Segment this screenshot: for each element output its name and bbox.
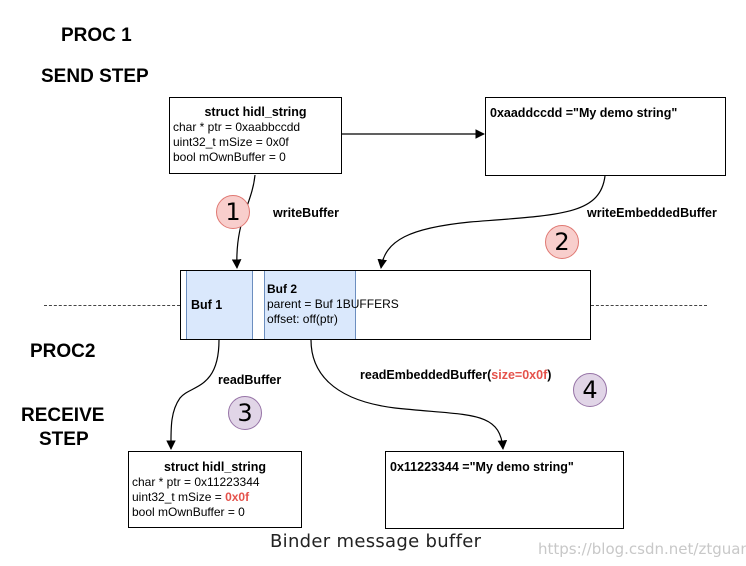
recv-string-data-box: 0x11223344 ="My demo string": [385, 451, 624, 529]
buf1-segment: Buf 1: [186, 271, 253, 339]
buf2-segment: [264, 271, 356, 339]
diagram-caption: Binder message buffer: [270, 531, 482, 552]
binder-message-buffer: Buf 1 Buf 2 parent = Buf 1BUFFERS offset…: [180, 270, 591, 340]
arrow-write-embedded-buffer: [377, 175, 606, 269]
buf2-parent: parent = Buf 1: [267, 297, 343, 311]
send-hidl-string-struct: struct hidl_string char * ptr = 0xaabbcc…: [169, 97, 342, 174]
buf2-title: Buf 2: [267, 282, 297, 296]
step-4-badge: 4: [573, 373, 607, 407]
process-boundary-right: [591, 305, 707, 306]
send-string-data-box: 0xaaddccdd ="My demo string": [485, 97, 726, 176]
write-buffer-label: writeBuffer: [273, 206, 339, 220]
recv-string-text: 0x11223344 ="My demo string": [390, 460, 574, 474]
step-2-badge: 2: [545, 225, 579, 259]
read-buffer-label: readBuffer: [218, 373, 282, 387]
write-embedded-buffer-label: writeEmbeddedBuffer: [587, 206, 717, 220]
buf2-offset: offset: off(ptr): [267, 312, 338, 326]
recv-struct-msize: uint32_t mSize = 0x0f: [132, 490, 250, 504]
proc2-heading: PROC2: [30, 341, 96, 362]
receive-step-heading-line2: STEP: [39, 429, 89, 450]
send-struct-mownbuffer: bool mOwnBuffer = 0: [173, 150, 286, 164]
send-step-heading: SEND STEP: [41, 66, 149, 87]
send-struct-msize: uint32_t mSize = 0x0f: [173, 135, 289, 149]
recv-struct-mownbuffer: bool mOwnBuffer = 0: [132, 505, 245, 519]
receive-step-heading-line1: RECEIVE: [21, 405, 105, 426]
recv-struct-title: struct hidl_string: [163, 460, 267, 474]
recv-hidl-string-struct: struct hidl_string char * ptr = 0x112233…: [128, 451, 302, 528]
watermark: https://blog.csdn.net/ztguang: [538, 540, 746, 558]
read-embedded-size-arg: size=0x0f: [491, 368, 548, 382]
arrow-read-buffer: [166, 339, 220, 450]
read-embedded-buffer-label: readEmbeddedBuffer(size=0x0f): [360, 368, 552, 382]
recv-struct-ptr: char * ptr = 0x11223344: [132, 475, 260, 489]
step-3-badge: 3: [228, 396, 262, 430]
proc1-heading: PROC 1: [61, 25, 132, 46]
arrow-read-embedded-buffer: [310, 339, 508, 450]
buf1-label: Buf 1: [191, 298, 223, 312]
send-struct-title: struct hidl_string: [204, 105, 307, 119]
send-string-text: 0xaaddccdd ="My demo string": [490, 106, 678, 120]
buffers-label: BUFFERS: [342, 297, 399, 311]
step-1-badge: 1: [216, 195, 250, 229]
process-boundary-left: [44, 305, 180, 306]
send-struct-ptr: char * ptr = 0xaabbccdd: [173, 120, 301, 134]
buf2-text: Buf 2 parent = Buf 1BUFFERS offset: off(…: [267, 282, 399, 327]
recv-msize-value: 0x0f: [225, 490, 250, 504]
